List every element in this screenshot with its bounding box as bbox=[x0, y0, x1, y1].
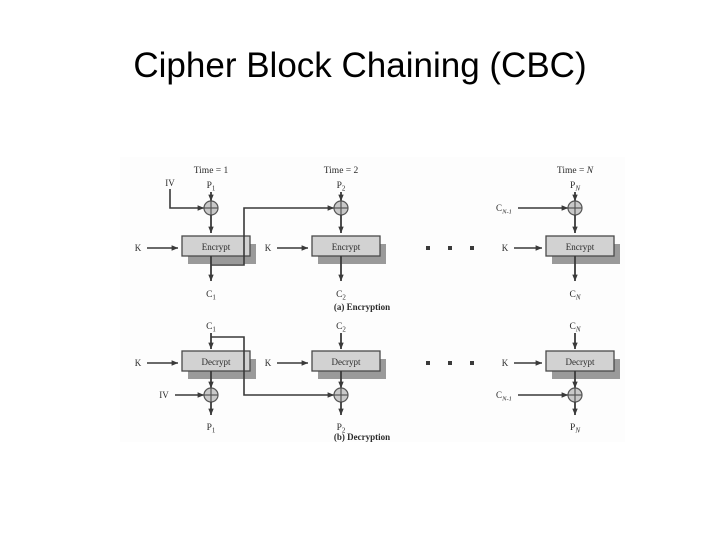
key-label-enc-1: K bbox=[135, 243, 142, 253]
encrypt-box-n[interactable]: Encrypt bbox=[545, 235, 620, 264]
chain-feedback-wire-dec-1-to-2 bbox=[211, 336, 335, 398]
plaintext-label-p1-dec: P1 bbox=[207, 423, 216, 435]
time-label-1: Time = 1 bbox=[194, 166, 229, 176]
chain-label-cn-1-dec: CN-1 bbox=[496, 390, 512, 403]
encrypt-stage-1: Time = 1 P1 IV bbox=[135, 166, 335, 302]
decrypt-stage-n: CN K Decrypt CN-1 bbox=[496, 322, 620, 435]
page-title: Cipher Block Chaining (CBC) bbox=[133, 46, 587, 85]
caption-decryption: (b) Decryption bbox=[334, 432, 390, 442]
decrypt-box-label: Decrypt bbox=[332, 357, 361, 367]
xor-gate-dec-n bbox=[567, 387, 583, 403]
plaintext-label-p2-dec: P2 bbox=[337, 423, 346, 435]
chain-label-cn-1-enc: CN-1 bbox=[496, 203, 512, 216]
ellipsis-decryption bbox=[426, 361, 474, 365]
ellipsis-encryption bbox=[426, 246, 474, 250]
ciphertext-label-c1-dec: C1 bbox=[206, 322, 216, 334]
ciphertext-label-cn-dec: CN bbox=[569, 322, 580, 334]
decrypt-box-1[interactable]: Decrypt bbox=[181, 350, 256, 379]
time-label-2: Time = 2 bbox=[324, 166, 359, 176]
encryption-section: Time = 1 P1 IV bbox=[135, 166, 620, 312]
decrypt-box-2[interactable]: Decrypt bbox=[311, 350, 386, 379]
xor-gate-dec-2 bbox=[333, 387, 349, 403]
encrypt-box-1[interactable]: Encrypt bbox=[181, 235, 256, 264]
caption-encryption: (a) Encryption bbox=[334, 302, 390, 312]
encrypt-stage-n: Time = N PN CN-1 bbox=[496, 166, 620, 302]
time-label-n: Time = N bbox=[557, 166, 594, 176]
encrypt-box-label: Encrypt bbox=[566, 242, 595, 252]
decrypt-box-label: Decrypt bbox=[566, 357, 595, 367]
encrypt-box-2[interactable]: Encrypt bbox=[311, 235, 386, 264]
decrypt-stage-1: C1 K Decrypt IV bbox=[135, 322, 335, 435]
decryption-section: C1 K Decrypt IV bbox=[135, 322, 620, 442]
cbc-mode-diagram: Time = 1 P1 IV bbox=[120, 157, 625, 442]
plaintext-label-p1: P1 bbox=[207, 181, 216, 193]
box-body bbox=[181, 235, 251, 257]
decrypt-box-label: Decrypt bbox=[202, 357, 231, 367]
ciphertext-label-c2-dec: C2 bbox=[336, 322, 346, 334]
xor-gate-enc-1 bbox=[203, 200, 219, 216]
ciphertext-label-c2: C2 bbox=[336, 290, 346, 302]
iv-wire-enc-1 bbox=[169, 189, 205, 211]
chain-feedback-wire-enc-1-to-2 bbox=[211, 205, 335, 266]
box-body bbox=[311, 235, 381, 257]
xor-gate-enc-n bbox=[567, 200, 583, 216]
decrypt-stage-2: C2 K Decrypt bbox=[265, 322, 386, 435]
box-body bbox=[181, 350, 251, 372]
plaintext-label-p2: P2 bbox=[337, 181, 346, 193]
key-label-dec-2: K bbox=[265, 358, 272, 368]
key-label-dec-n: K bbox=[502, 358, 509, 368]
key-label-enc-2: K bbox=[265, 243, 272, 253]
ciphertext-label-cn: CN bbox=[569, 290, 580, 302]
decrypt-box-n[interactable]: Decrypt bbox=[545, 350, 620, 379]
box-body bbox=[545, 350, 615, 372]
key-label-dec-1: K bbox=[135, 358, 142, 368]
iv-label-enc-1: IV bbox=[165, 178, 175, 188]
cbc-diagram-svg: Time = 1 P1 IV bbox=[135, 166, 620, 442]
iv-label-dec-1: IV bbox=[159, 390, 169, 400]
xor-gate-dec-1 bbox=[203, 387, 219, 403]
encrypt-box-label: Encrypt bbox=[332, 242, 361, 252]
xor-gate-enc-2 bbox=[333, 200, 349, 216]
ciphertext-label-c1: C1 bbox=[206, 290, 216, 302]
box-body bbox=[545, 235, 615, 257]
encrypt-box-label: Encrypt bbox=[202, 242, 231, 252]
plaintext-label-pn: PN bbox=[570, 181, 580, 193]
encrypt-stage-2: Time = 2 P2 K bbox=[265, 166, 386, 302]
box-body bbox=[311, 350, 381, 372]
plaintext-label-pn-dec: PN bbox=[570, 423, 580, 435]
key-label-enc-n: K bbox=[502, 243, 509, 253]
